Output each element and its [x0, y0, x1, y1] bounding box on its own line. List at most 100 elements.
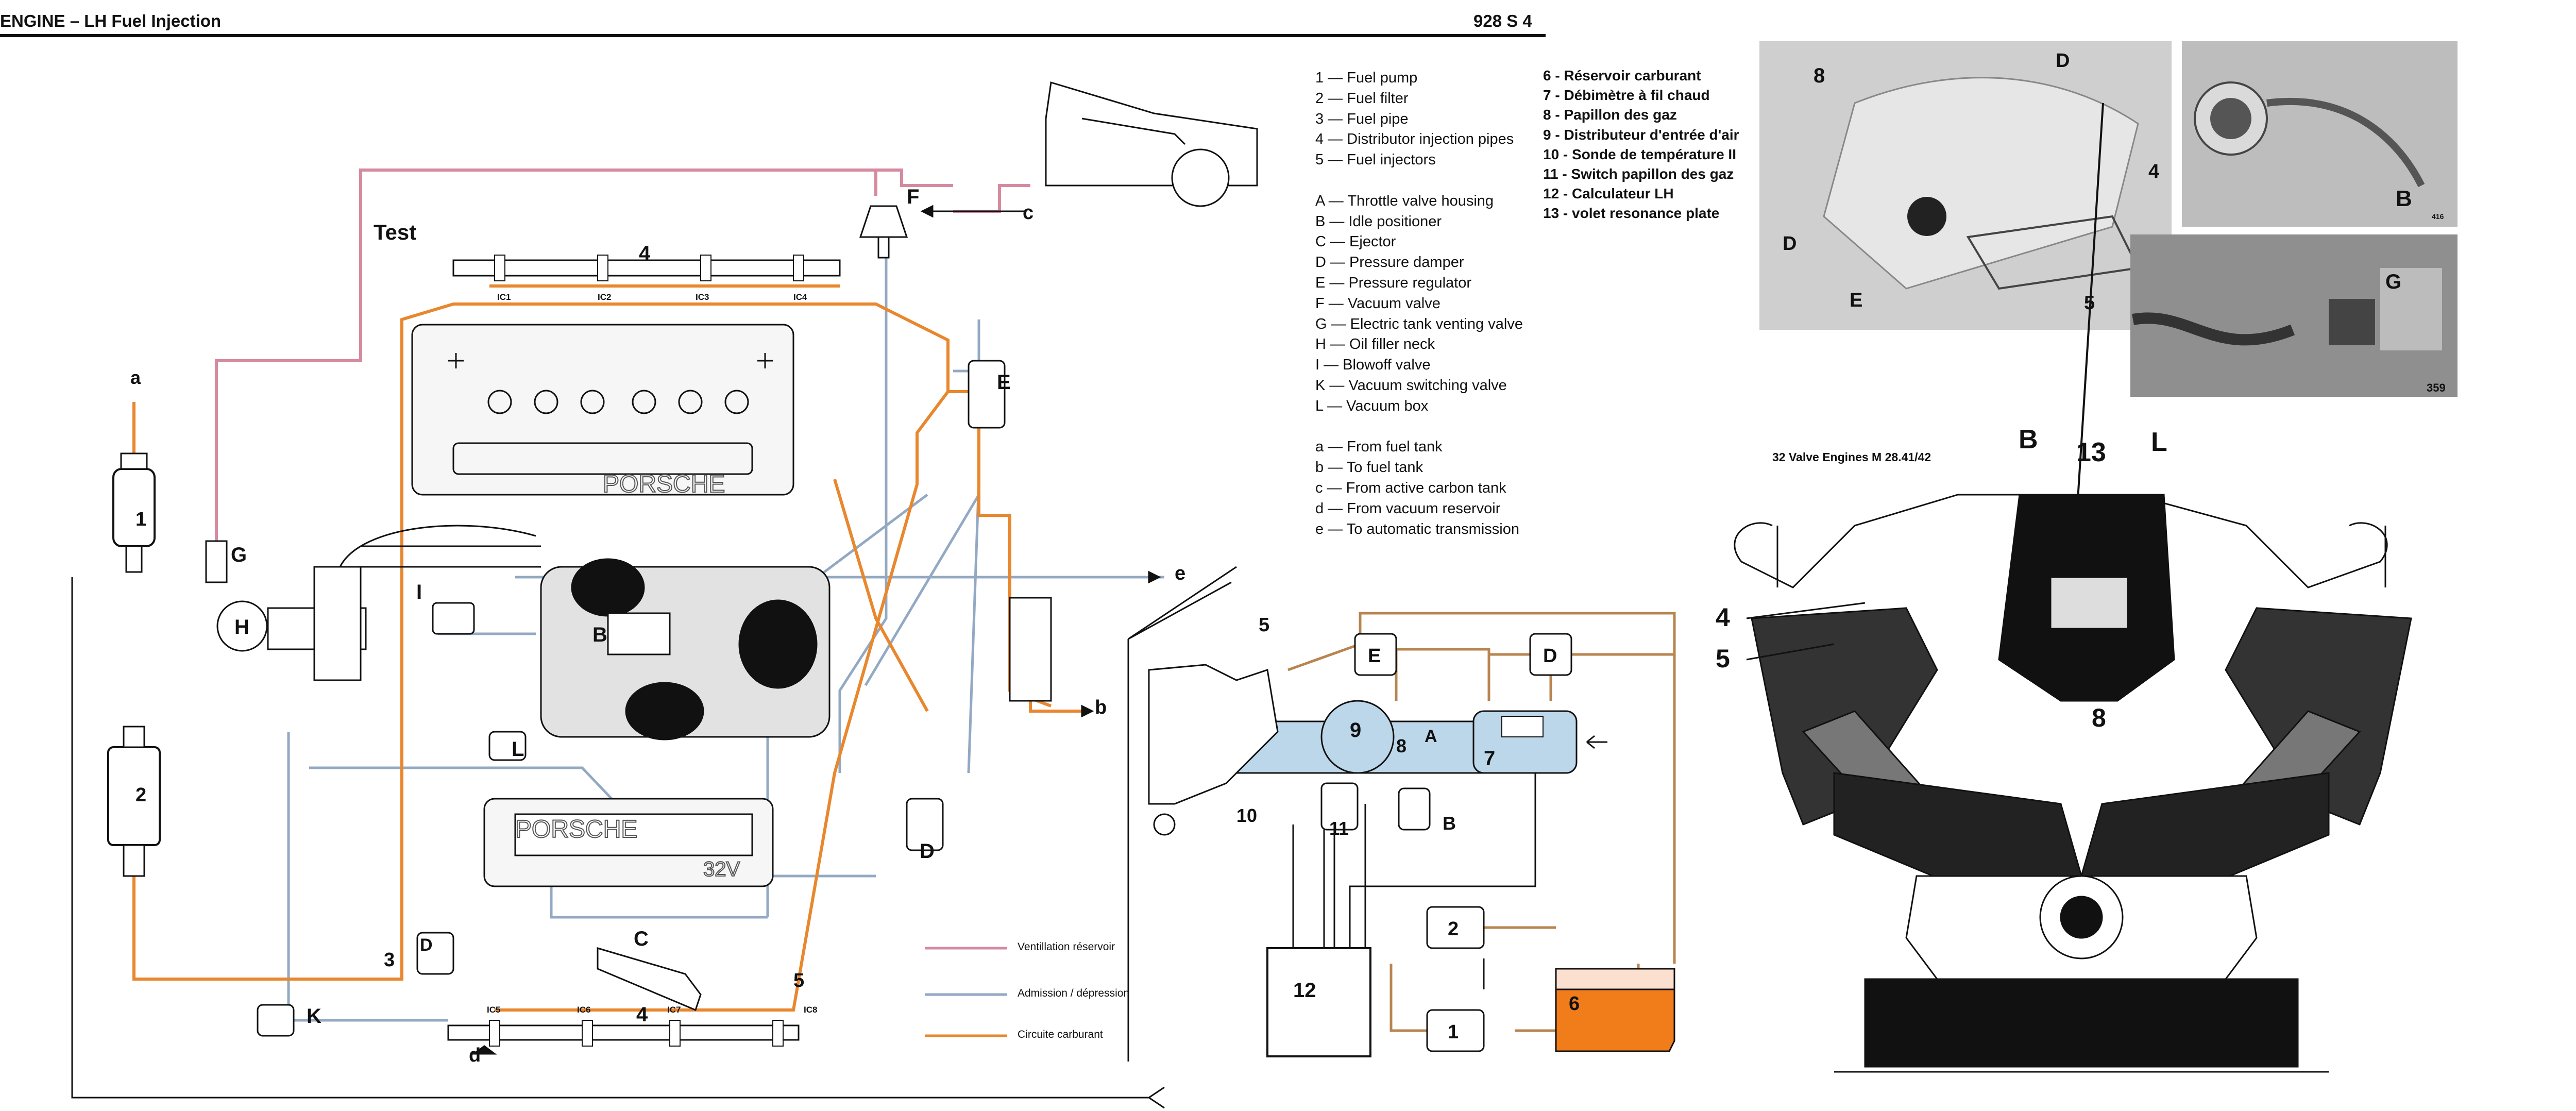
legend-fr-item: 6 - Réservoir carburant — [1543, 68, 1701, 83]
label-3: 3 — [384, 949, 395, 971]
schem-label-12: 12 — [1293, 979, 1316, 1002]
legend-item: G — Electric tank venting valve — [1315, 315, 1523, 332]
legend-item: H — Oil filler neck — [1315, 336, 1435, 353]
label-test: Test — [374, 220, 416, 244]
schem-label-5: 5 — [1259, 614, 1269, 636]
schem-label-2: 2 — [1448, 918, 1459, 940]
label-e: e — [1175, 563, 1185, 584]
component-transmission — [1009, 597, 1052, 702]
photo-label-G: G — [2385, 271, 2401, 293]
label-ic5: IC5 — [487, 1005, 500, 1015]
label-ic7: IC7 — [667, 1005, 681, 1015]
legend-spacer — [1315, 417, 1523, 437]
legend-item: c — From active carbon tank — [1315, 479, 1506, 496]
label-d: d — [469, 1045, 481, 1066]
schem-label-9: 9 — [1350, 719, 1361, 742]
label-A: A — [580, 572, 592, 592]
label-1: 1 — [135, 509, 146, 530]
cutaway-label-8: 8 — [2092, 703, 2106, 732]
schem-label-10: 10 — [1236, 805, 1257, 826]
label-4-top: 4 — [639, 242, 651, 265]
schem-label-8: 8 — [1396, 735, 1406, 756]
line-legend-swatches — [925, 947, 1007, 1037]
legend-item: B — Idle positioner — [1315, 213, 1442, 230]
valve-cover-bottom — [483, 798, 774, 887]
pointer-lines — [1128, 566, 1237, 640]
cutaway-label-4: 4 — [1716, 603, 1730, 632]
legend-spacer — [1315, 171, 1523, 191]
label-ic8: IC8 — [804, 1005, 817, 1015]
label-5: 5 — [793, 970, 804, 991]
cover-brand-bottom: PORSCHE — [515, 816, 637, 843]
legend-item: 5 — Fuel injectors — [1315, 152, 1436, 169]
component-L — [488, 731, 527, 761]
component-I — [432, 602, 475, 635]
legend-fr-item: 11 - Switch papillon des gaz — [1543, 166, 1734, 182]
photo-intake-top — [1759, 41, 2172, 330]
label-B: B — [592, 624, 607, 646]
line-legend-vent: Ventillation réservoir — [1018, 941, 1115, 953]
page-title: ENGINE – LH Fuel Injection — [0, 11, 222, 30]
legend-item: L — Vacuum box — [1315, 397, 1429, 414]
engine-cutaway — [1734, 494, 2412, 1073]
line-legend-vacuum: Admission / dépression — [1018, 987, 1130, 999]
photo-label-8: 8 — [1814, 64, 1825, 87]
label-a: a — [130, 367, 141, 388]
photo-label-D-top: D — [2056, 50, 2070, 72]
component-legend-fr: 6 - Réservoir carburant 7 - Débimètre à … — [1543, 66, 1739, 224]
photo-pointer-arrow — [2071, 497, 2084, 513]
schem-label-1: 1 — [1448, 1021, 1459, 1043]
line-legend-fuel: Circuite carburant — [1018, 1029, 1103, 1040]
label-D-left: D — [420, 935, 433, 955]
schem-label-B: B — [1443, 813, 1456, 834]
schem-label-7: 7 — [1484, 747, 1495, 770]
photo-label-5: 5 — [2084, 292, 2095, 314]
component-D-left — [416, 932, 454, 975]
legend-item: b — To fuel tank — [1315, 459, 1423, 476]
label-C: C — [634, 928, 649, 950]
schem-label-E: E — [1368, 645, 1381, 667]
cover-brand-top: PORSCHE — [603, 470, 725, 498]
legend-fr-item: 8 - Papillon des gaz — [1543, 107, 1677, 123]
schem-label-11: 11 — [1329, 818, 1349, 839]
schem-label-D: D — [1543, 645, 1557, 667]
photo-number-small: 416 — [2432, 212, 2444, 221]
component-G — [205, 540, 228, 583]
label-D-right: D — [920, 840, 935, 863]
cutaway-pointer-4 — [1746, 602, 1866, 619]
photo-pointer-line — [2076, 103, 2104, 508]
ejector — [597, 947, 702, 1012]
legend-fr-item: 9 - Distributeur d'entrée d'air — [1543, 126, 1739, 143]
schem-label-A: A — [1425, 727, 1437, 746]
cutaway-label-B: B — [2019, 425, 2038, 454]
legend-item: F — Vacuum valve — [1315, 295, 1440, 312]
car-silhouette — [1045, 81, 1258, 207]
photo-label-D-left: D — [1783, 233, 1797, 255]
label-ic4: IC4 — [793, 292, 807, 302]
component-legend: 1 — Fuel pump 2 — Fuel filter 3 — Fuel p… — [1315, 68, 1523, 540]
photo-throttle — [2182, 41, 2458, 227]
cutaway-label-L: L — [2151, 427, 2167, 457]
schem-label-6: 6 — [1569, 993, 1580, 1015]
header-rule — [0, 34, 1546, 37]
label-ic6: IC6 — [577, 1005, 590, 1015]
oil-filler-neck — [216, 566, 367, 681]
legend-item: E — Pressure regulator — [1315, 274, 1472, 291]
intake-assembly — [339, 525, 831, 740]
cutaway-pointer-5 — [1746, 643, 1835, 661]
label-H: H — [234, 616, 249, 638]
cutaway-label-5: 5 — [1716, 644, 1730, 673]
label-K: K — [307, 1005, 321, 1028]
legend-fr-item: 10 - Sonde de température II — [1543, 146, 1736, 162]
legend-item: 2 — Fuel filter — [1315, 90, 1409, 107]
legend-item: K — Vacuum switching valve — [1315, 377, 1507, 394]
signal-line — [71, 577, 1232, 1109]
label-ic2: IC2 — [598, 292, 611, 302]
legend-fr-item: 13 - volet resonance plate — [1543, 205, 1720, 222]
label-ic1: IC1 — [497, 292, 511, 302]
valve-cover-top — [411, 324, 794, 496]
legend-item: d — From vacuum reservoir — [1315, 500, 1501, 517]
photo-label-E: E — [1850, 290, 1862, 311]
legend-item: D — Pressure damper — [1315, 254, 1464, 271]
